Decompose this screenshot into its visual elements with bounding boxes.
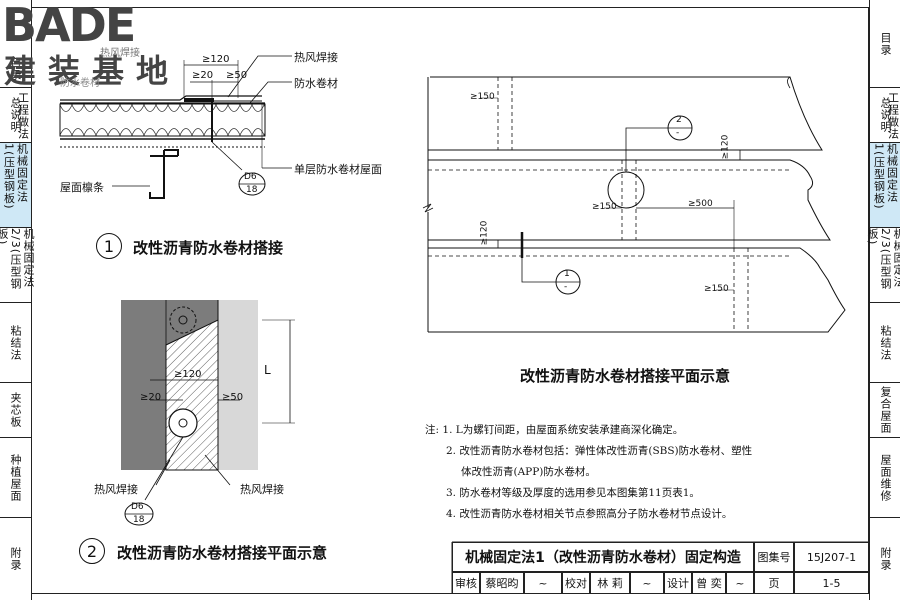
notes-line-2: 2. 改性沥青防水卷材包括：弹性体改性沥青(SBS)防水卷材、塑性 bbox=[446, 445, 753, 457]
plan-callout-1-top: 1 bbox=[564, 269, 570, 279]
detail1-section bbox=[59, 55, 292, 199]
plan-dim-L: L bbox=[264, 363, 271, 377]
detail2-ref-bot: 18 bbox=[133, 515, 145, 525]
lower-membrane-strip bbox=[121, 300, 166, 470]
plan-dim-120: ≥120 bbox=[174, 369, 202, 380]
plan-label-120-a: ≥120 bbox=[720, 134, 731, 160]
review-signature: ~ bbox=[524, 572, 562, 594]
notes-line-3: 体改性沥青(APP)防水卷材。 bbox=[461, 466, 596, 478]
logo-watermark-text: 热风焊接 bbox=[100, 48, 140, 59]
screw-head-lower bbox=[168, 408, 198, 438]
review-name: 蔡昭昀 bbox=[480, 572, 524, 594]
upper-membrane-strip bbox=[218, 300, 258, 470]
check-name: 林 莉 bbox=[590, 572, 630, 594]
right-sidebar-item-method23[interactable]: 机械固定法2/3(压型钢板) bbox=[866, 228, 900, 303]
plan-label-500: ≥500 bbox=[688, 199, 713, 209]
logo-bade: BADE bbox=[2, 0, 136, 52]
dim-120: ≥120 bbox=[202, 54, 230, 65]
weld-strip bbox=[184, 98, 214, 102]
check-label: 校对 bbox=[562, 572, 590, 594]
right-sidebar-item-composite[interactable]: 复合屋面 bbox=[870, 383, 900, 438]
check-signature: ~ bbox=[630, 572, 664, 594]
label-membrane: 防水卷材 bbox=[294, 77, 338, 90]
plan-dim-50: ≥50 bbox=[222, 392, 244, 403]
plan-label-150-a: ≥150 bbox=[470, 92, 495, 102]
label-hot-air-weld: 热风焊接 bbox=[294, 51, 338, 64]
plan-label-150-c: ≥150 bbox=[704, 284, 729, 294]
plan-title: 改性沥青防水卷材搭接平面示意 bbox=[520, 367, 731, 385]
logo-watermark-text-2: 防水卷材 bbox=[60, 78, 100, 89]
leader-weld bbox=[227, 55, 292, 98]
screw-head-upper bbox=[169, 306, 197, 334]
sheet-row-1 bbox=[428, 76, 823, 151]
label-hot-air-weld-right: 热风焊接 bbox=[240, 483, 284, 496]
left-sidebar-item-appendix[interactable]: 附录 bbox=[9, 547, 22, 571]
right-sidebar: 目录 总说明 工程做法 机械固定法1(压型钢板) 机械固定法2/3(压型钢板) … bbox=[866, 0, 900, 600]
design-name: 曾 奕 bbox=[692, 572, 726, 594]
atlas-number: 15J207-1 bbox=[794, 542, 869, 572]
notes-line-5: 4. 改性沥青防水卷材相关节点参照高分子防水卷材节点设计。 bbox=[446, 508, 733, 520]
detail2-title: 改性沥青防水卷材搭接平面示意 bbox=[117, 544, 328, 562]
plan-schematic bbox=[422, 76, 846, 333]
logo-chinese: 建装基地 bbox=[4, 52, 181, 90]
detail1-ref-bot: 18 bbox=[246, 185, 258, 195]
detail1-number: 1 bbox=[96, 233, 122, 259]
design-signature: ~ bbox=[726, 572, 754, 594]
left-sidebar: 目录 总说明 工程做法 机械固定法1(压型钢板) 机械固定法2/3(压型钢板) … bbox=[0, 0, 35, 600]
left-sidebar-item-adhesive[interactable]: 粘结法 bbox=[0, 303, 31, 383]
right-sidebar-item-toc[interactable]: 目录 bbox=[870, 0, 900, 88]
right-sidebar-item-practice[interactable]: 工程做法 bbox=[886, 91, 900, 140]
weld-zone-hatch bbox=[165, 319, 219, 471]
sheet-row-2 bbox=[428, 159, 831, 241]
membrane-upper-line bbox=[60, 95, 262, 101]
right-sidebar-item-adhesive[interactable]: 粘结法 bbox=[870, 303, 900, 383]
title-block: 机械固定法1（改性沥青防水卷材）固定构造 图集号 15J207-1 审核 蔡昭昀… bbox=[452, 542, 869, 594]
label-purlin: 屋面檩条 bbox=[60, 181, 104, 194]
plan-dim-20: ≥20 bbox=[140, 392, 162, 403]
left-sidebar-item-planting[interactable]: 种植屋面 bbox=[0, 438, 31, 518]
left-sidebar-item-practice[interactable]: 工程做法 bbox=[16, 91, 30, 140]
sheet-row-3 bbox=[428, 247, 846, 333]
right-sidebar-item-appendix[interactable]: 附录 bbox=[879, 547, 892, 571]
detail2-number: 2 bbox=[79, 538, 105, 564]
drawing-title: 机械固定法1（改性沥青防水卷材）固定构造 bbox=[452, 542, 754, 572]
dim-50: ≥50 bbox=[226, 70, 248, 81]
page-label: 页 bbox=[754, 572, 794, 594]
atlas-label: 图集号 bbox=[754, 542, 794, 572]
dim-20: ≥20 bbox=[192, 70, 214, 81]
label-single-layer-roof: 单层防水卷材屋面 bbox=[294, 163, 382, 176]
leader-membrane bbox=[249, 81, 292, 104]
notes-line-1: 注: 1. L为螺钉间距，由屋面系统安装承建商深化确定。 bbox=[425, 424, 684, 436]
insulation-layer bbox=[59, 103, 266, 137]
page-number: 1-5 bbox=[794, 572, 869, 594]
plan-label-120-b: ≥120 bbox=[479, 220, 490, 246]
left-sidebar-item-method1[interactable]: 机械固定法1(压型钢板) bbox=[0, 143, 31, 228]
right-sidebar-item-method1[interactable]: 机械固定法1(压型钢板) bbox=[870, 143, 900, 228]
right-sidebar-item-general[interactable]: 总说明 bbox=[870, 88, 900, 143]
plan-callout-2-top: 2 bbox=[676, 115, 682, 125]
left-sidebar-item-general[interactable]: 总说明 bbox=[0, 88, 31, 143]
detail1-ref-top: D6 bbox=[244, 172, 257, 182]
drawing-frame bbox=[31, 7, 869, 594]
left-sidebar-item-toc[interactable]: 目录 bbox=[0, 0, 31, 88]
left-sidebar-item-sandwich[interactable]: 夹芯板 bbox=[0, 383, 31, 438]
notes: 注: 1. L为螺钉间距，由屋面系统安装承建商深化确定。 2. 改性沥青防水卷材… bbox=[425, 420, 752, 525]
detail2-ref-top: D6 bbox=[131, 502, 144, 512]
label-hot-air-weld-left: 热风焊接 bbox=[94, 483, 138, 496]
plan-callout-1-bot: - bbox=[564, 282, 568, 292]
purlin-channel bbox=[149, 150, 178, 199]
detail1-title: 改性沥青防水卷材搭接 bbox=[133, 239, 284, 257]
right-sidebar-item-maintenance[interactable]: 屋面维修 bbox=[870, 438, 900, 518]
plan-label-150-b: ≥150 bbox=[592, 202, 617, 212]
detail2-plan bbox=[121, 300, 295, 526]
design-label: 设计 bbox=[664, 572, 692, 594]
review-label: 审核 bbox=[452, 572, 480, 594]
plan-callout-2-bot: - bbox=[676, 128, 680, 138]
notes-line-4: 3. 防水卷材等级及厚度的选用参见本图集第11页表1。 bbox=[446, 487, 700, 499]
